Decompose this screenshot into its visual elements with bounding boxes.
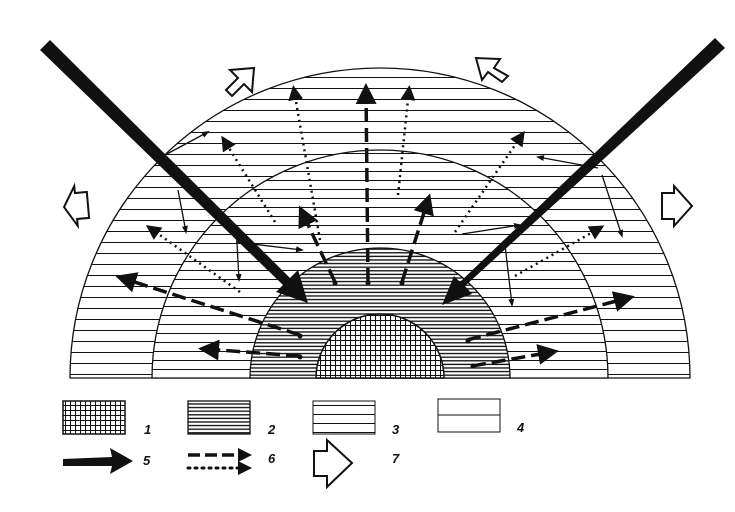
hollow-arrow-left: [62, 182, 91, 230]
hollow-arrow-right: [661, 183, 694, 229]
legend-swatch-2: [187, 400, 251, 435]
legend-label-3: 3: [392, 422, 400, 437]
legend-label-7: 7: [392, 451, 400, 466]
legend-swatch-5: [63, 448, 133, 474]
bold-arrow-left: [40, 40, 308, 303]
thin-arrows: [164, 131, 623, 307]
legend-label-6: 6: [268, 451, 276, 466]
legend-swatch-3: [312, 400, 376, 435]
legend: [62, 398, 501, 490]
legend-label-2: 2: [268, 422, 276, 437]
hollow-arrow-top-right: [474, 56, 510, 84]
zones: [69, 67, 691, 379]
hollow-arrows: [62, 56, 694, 230]
legend-swatch-1: [62, 400, 126, 435]
legend-label-1: 1: [144, 422, 152, 437]
legend-label-4: 4: [517, 420, 525, 435]
bold-arrows: [40, 38, 725, 305]
dots: [297, 280, 476, 369]
hollow-arrow-top-left: [224, 66, 256, 98]
dashed-arrows: [115, 83, 635, 368]
dotted-arrows: [145, 85, 605, 294]
bold-arrow-right: [442, 38, 725, 305]
legend-label-5: 5: [143, 453, 151, 468]
legend-swatch-7: [313, 437, 354, 490]
